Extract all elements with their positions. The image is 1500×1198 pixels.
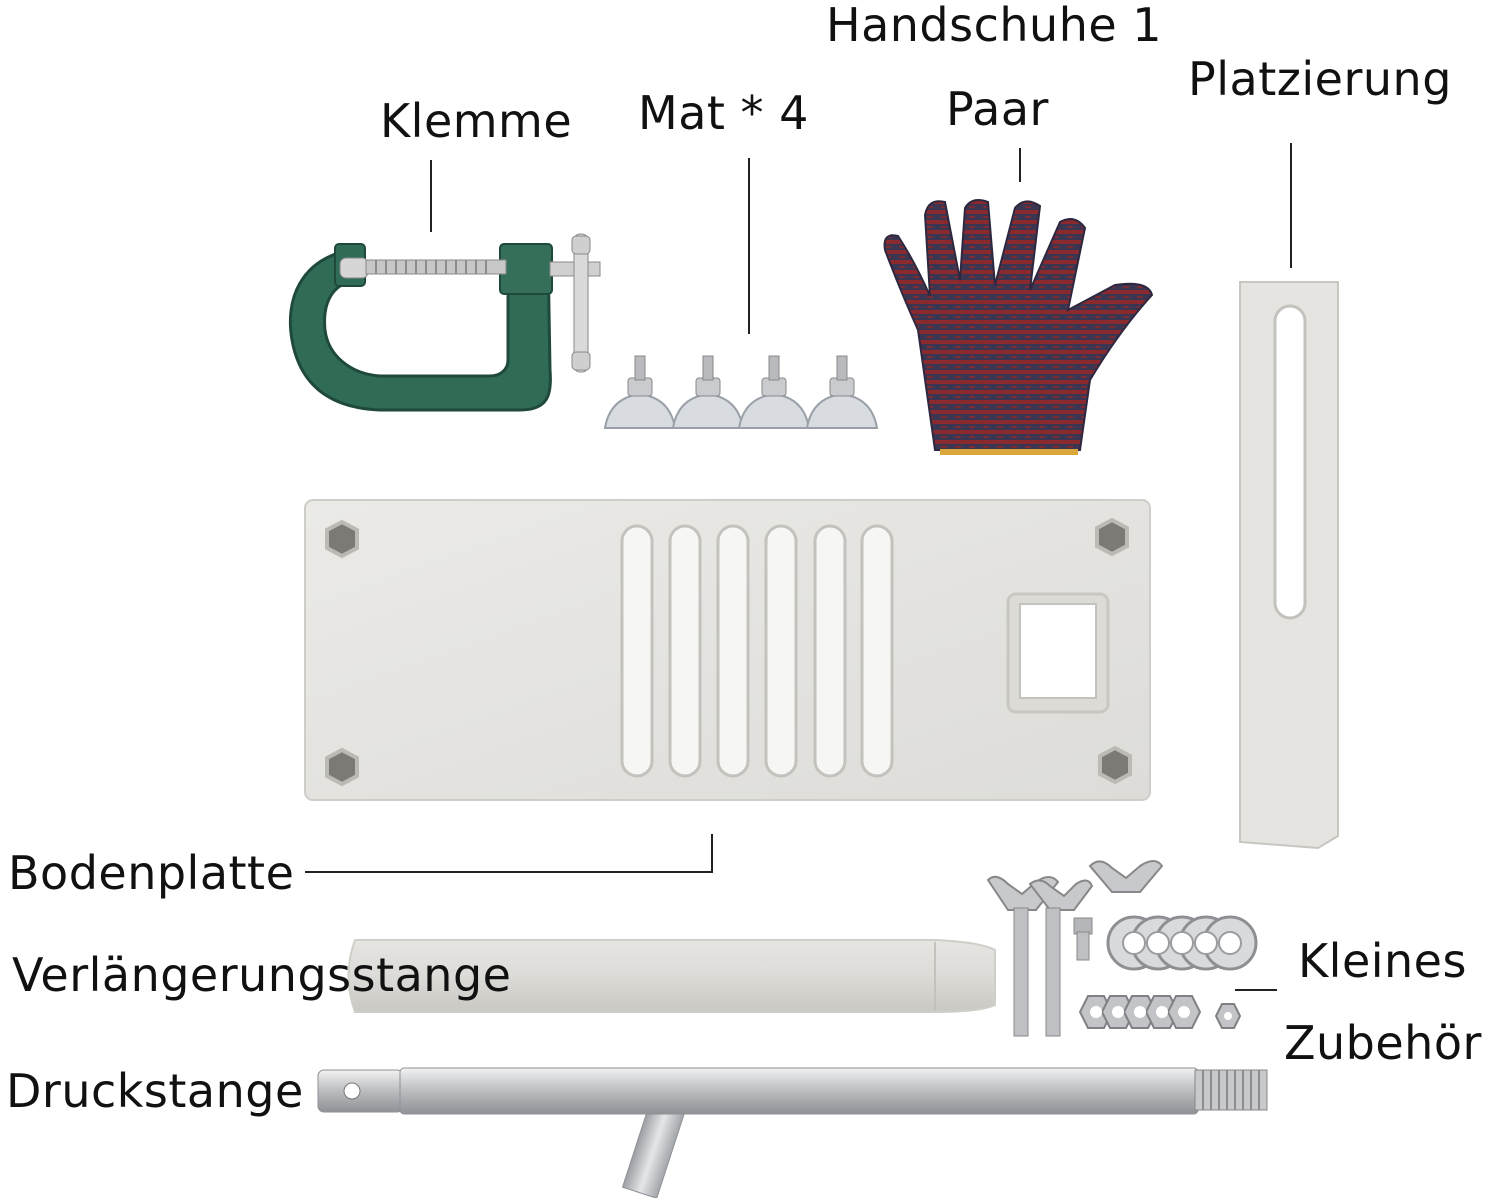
label-extension-rod: Verlängerungsstange	[12, 948, 512, 1002]
label-push-rod: Druckstange	[6, 1064, 304, 1118]
gloves	[883, 199, 1154, 455]
extension-rod	[347, 939, 996, 1013]
label-base-plate: Bodenplatte	[8, 846, 295, 900]
label-gloves-line1: Handschuhe 1	[826, 0, 1163, 52]
c-clamp	[288, 233, 601, 412]
label-small-parts-line1: Kleines	[1298, 934, 1467, 988]
push-rod	[317, 1067, 1268, 1198]
small-hardware	[986, 860, 1258, 1037]
base-plate	[304, 499, 1151, 801]
suction-mats	[603, 355, 879, 429]
label-mats: Mat * 4	[638, 86, 809, 140]
label-clamp: Klemme	[380, 94, 573, 148]
label-small-parts-line2: Zubehör	[1284, 1016, 1482, 1070]
label-gloves-line2: Paar	[946, 82, 1049, 136]
leader-lines	[305, 143, 1292, 991]
label-placement: Platzierung	[1188, 52, 1452, 106]
placement-bar	[1239, 281, 1339, 850]
